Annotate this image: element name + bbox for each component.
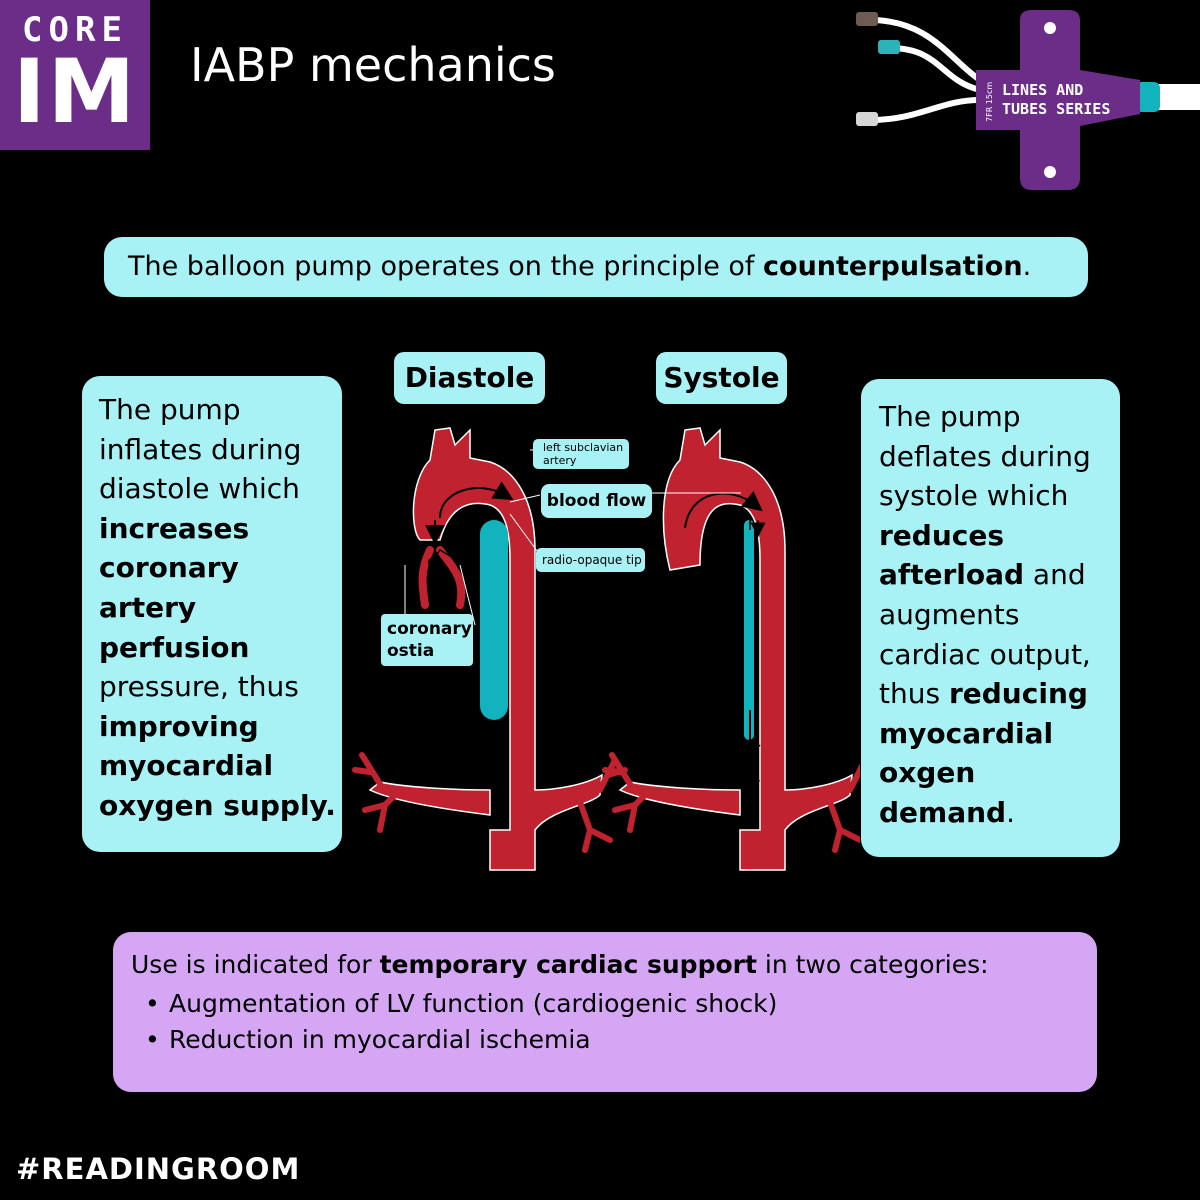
list-item: Reduction in myocardial ischemia bbox=[145, 1022, 1097, 1058]
principle-keyword: counterpulsation bbox=[763, 251, 1023, 282]
subclavian-line-1: left subclavian bbox=[543, 441, 624, 454]
series-title-line2: TUBES SERIES bbox=[1002, 100, 1110, 118]
indication-lead: Use is indicated for temporary cardiac s… bbox=[131, 948, 1097, 982]
catheter-tubing-icon bbox=[856, 12, 1200, 126]
deflated-balloon bbox=[744, 520, 754, 740]
systole-explanation-card: The pump deflates during systole which r… bbox=[861, 379, 1120, 857]
principle-text: The balloon pump operates on the princip… bbox=[128, 251, 764, 282]
series-size-label: 7FR 15cm bbox=[985, 82, 994, 122]
diastole-aorta bbox=[352, 427, 628, 871]
page-title: IABP mechanics bbox=[190, 38, 556, 92]
systole-text-2: and augments cardiac output, thus bbox=[879, 558, 1091, 711]
ostia-line-1: coronary bbox=[387, 619, 472, 639]
systole-label: Systole bbox=[656, 352, 787, 404]
coronary-ostia-tag: coronary ostia bbox=[381, 614, 473, 666]
indication-suffix: in two categories: bbox=[756, 950, 989, 979]
principle-period: . bbox=[1022, 251, 1032, 282]
lines-tubes-series-badge: 7FR 15cm LINES AND TUBES SERIES bbox=[856, 10, 1200, 190]
series-title-line1: LINES AND bbox=[1002, 81, 1083, 99]
indication-keyword: temporary cardiac support bbox=[379, 950, 757, 979]
diastole-explanation-card: The pump inflates during diastole which … bbox=[82, 376, 342, 852]
aorta-diagram bbox=[352, 427, 860, 871]
subclavian-line-2: artery bbox=[543, 454, 577, 467]
left-subclavian-tag: left subclavian artery bbox=[533, 439, 629, 469]
systole-text-1: The pump deflates during systole which bbox=[879, 400, 1091, 513]
indication-box: Use is indicated for temporary cardiac s… bbox=[113, 932, 1097, 1092]
list-item: Augmentation of LV function (cardiogenic… bbox=[145, 986, 1097, 1022]
diastole-label: Diastole bbox=[394, 352, 545, 404]
systole-bold-2: reducing myocardial oxgen demand bbox=[879, 677, 1088, 829]
diastole-bold-2: improving myocardial oxygen supply. bbox=[99, 709, 336, 822]
ostia-line-2: ostia bbox=[387, 641, 435, 661]
diastole-text-2: pressure, thus bbox=[99, 670, 299, 704]
inflated-balloon bbox=[480, 520, 508, 720]
systole-bold-1: reduces afterload bbox=[879, 518, 1025, 592]
indication-text: Use is indicated for bbox=[131, 950, 380, 979]
diastole-bold-1: increases coronary artery perfusion bbox=[99, 511, 250, 664]
logo-im-text: IM bbox=[12, 40, 138, 143]
systole-aorta bbox=[602, 427, 860, 871]
systole-period: . bbox=[1006, 795, 1015, 829]
logo-core-text: CORE bbox=[22, 10, 128, 50]
series-badge-shape bbox=[976, 10, 1140, 190]
radio-opaque-tip-tag: radio-opaque tip bbox=[536, 548, 645, 572]
blood-flow-tag: blood flow bbox=[541, 484, 652, 518]
diastole-text-1: The pump inflates during diastole which bbox=[99, 393, 302, 506]
hashtag-readingroom: #READINGROOM bbox=[16, 1152, 301, 1186]
indication-list: Augmentation of LV function (cardiogenic… bbox=[131, 986, 1097, 1058]
principle-banner: The balloon pump operates on the princip… bbox=[104, 237, 1088, 297]
core-im-logo: CORE IM bbox=[0, 0, 150, 150]
